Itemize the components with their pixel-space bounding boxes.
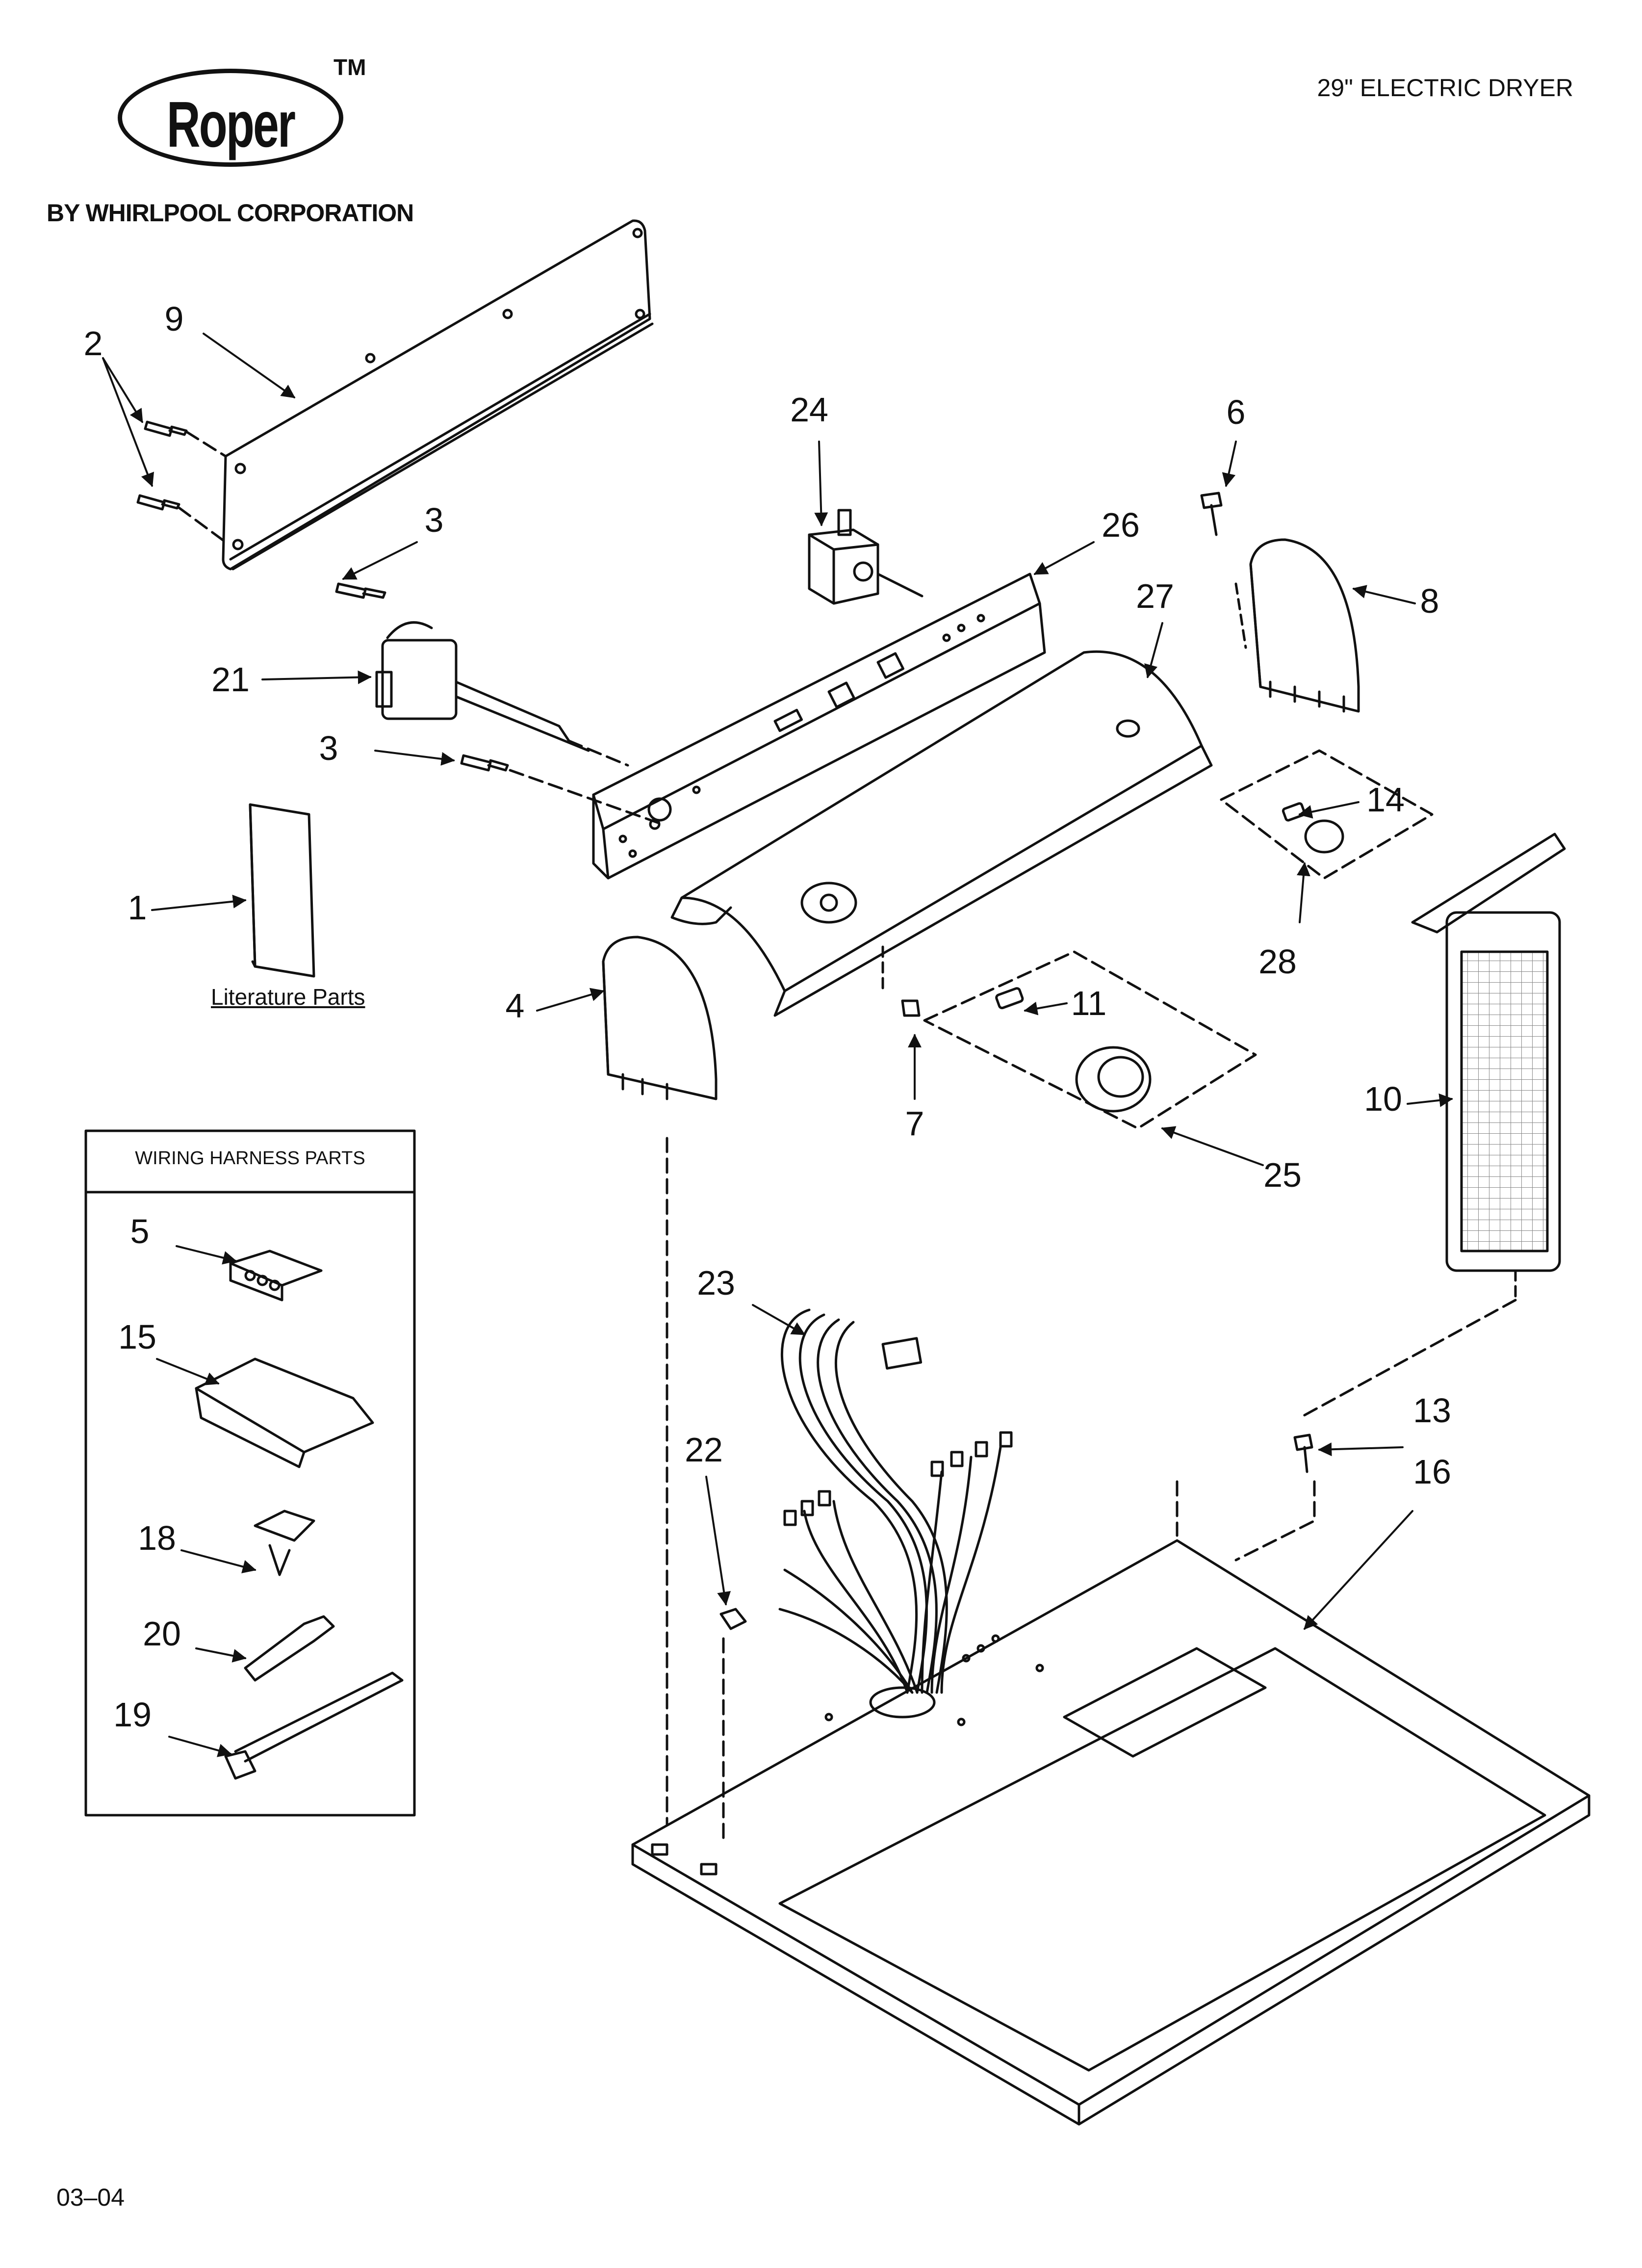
rear-panel-part-9 [222, 219, 654, 571]
screws-part-3 [335, 582, 664, 826]
logo-oval [118, 69, 343, 167]
callout-25: 25 [1263, 1156, 1302, 1194]
callout-7: 7 [905, 1104, 924, 1143]
callout-13: 13 [1413, 1391, 1451, 1430]
literature-parts-label: Literature Parts [211, 984, 365, 1010]
callout-8: 8 [1420, 582, 1439, 620]
timer-part-21 [375, 621, 629, 767]
top-panel-part-16 [631, 1539, 1591, 2126]
callout-16: 16 [1413, 1453, 1451, 1491]
callout-28: 28 [1258, 942, 1297, 981]
wiring-harness-box [84, 1129, 416, 1817]
lint-screen-part-10 [1411, 833, 1566, 1302]
callout-2: 2 [83, 324, 103, 363]
callout-10: 10 [1364, 1080, 1402, 1118]
callout-3-lower: 3 [319, 729, 338, 767]
callout-4: 4 [505, 987, 525, 1025]
assembly-guides [666, 1137, 1517, 1846]
callout-leaders [102, 333, 1453, 1757]
callout-21: 21 [211, 660, 250, 699]
end-cap-part-8 [1234, 538, 1360, 713]
callout-19: 19 [113, 1695, 152, 1734]
knob-assembly-box [881, 945, 1257, 1130]
callout-1: 1 [128, 888, 147, 927]
callout-11: 11 [1071, 984, 1107, 1022]
screw-part-13 [1293, 1434, 1313, 1473]
trademark-mark: TM [334, 54, 366, 80]
clip-part-22 [719, 1608, 747, 1630]
callout-23: 23 [697, 1264, 735, 1302]
callout-24: 24 [790, 391, 828, 429]
callout-22: 22 [685, 1431, 723, 1469]
document-title: 29" ELECTRIC DRYER [1317, 74, 1573, 102]
logo-word: Roper [166, 88, 296, 160]
callout-27: 27 [1136, 577, 1174, 615]
document-code: 03–04 [56, 2184, 125, 2211]
callout-9: 9 [164, 300, 184, 338]
console-cover-part-27 [670, 650, 1213, 1017]
callout-5: 5 [130, 1212, 150, 1251]
screws-part-2 [136, 420, 227, 544]
wiring-harness-part-23 [778, 1308, 1013, 1694]
screw-part-6 [1200, 492, 1223, 536]
callout-18: 18 [138, 1519, 176, 1557]
callout-20: 20 [143, 1615, 181, 1653]
callout-15: 15 [118, 1318, 156, 1356]
callout-6: 6 [1226, 393, 1246, 431]
brand-byline: BY WHIRLPOOL CORPORATION [47, 199, 414, 227]
wiring-harness-title: WIRING HARNESS PARTS [135, 1148, 365, 1169]
callout-26: 26 [1102, 506, 1140, 544]
console-part-26 [592, 573, 1046, 880]
switch-part-24 [808, 509, 924, 605]
callout-14: 14 [1366, 781, 1405, 819]
literature-part-1 [249, 803, 315, 978]
callout-3-upper: 3 [424, 501, 444, 539]
end-cap-part-4 [602, 936, 718, 1100]
roper-logo: Roper [113, 59, 348, 177]
